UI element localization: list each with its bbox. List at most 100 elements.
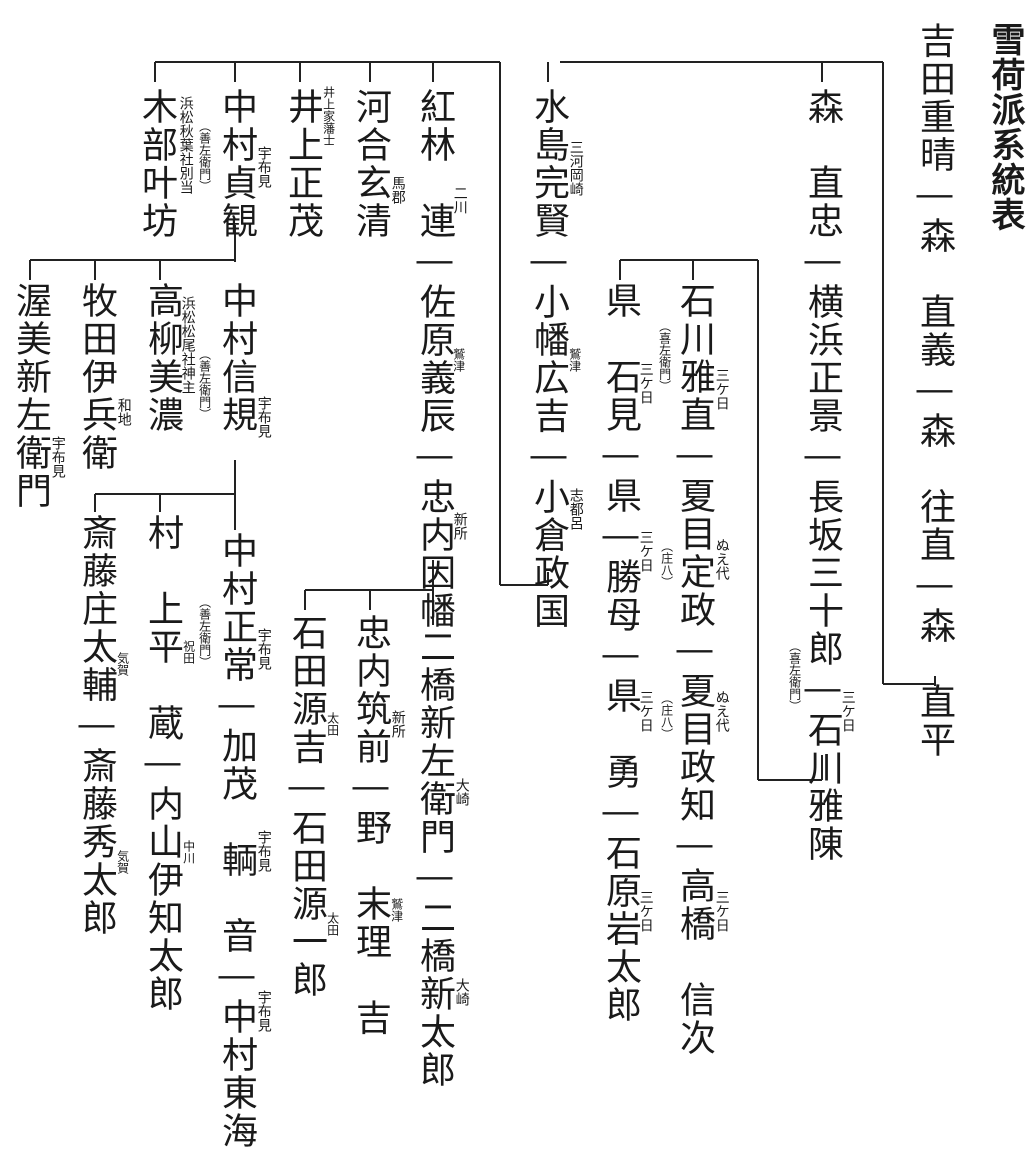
note-mago: 馬郡 — [389, 176, 406, 204]
node-iwami: 石見 — [600, 358, 641, 434]
note-mikawa-okazaki: 三河岡崎 — [567, 140, 584, 196]
note-kiga-2: 気賀 — [115, 850, 130, 874]
node-natsume-masatomo: 夏目政知 — [674, 672, 715, 824]
node-sahara: 佐原義辰 — [414, 283, 455, 435]
node-obata: 小幡広吉 — [528, 283, 569, 435]
note-sankabi-7: 三ケ日 — [637, 890, 654, 932]
node-katsumo: 勝母 — [600, 558, 641, 634]
node-kibe: 木部叶坊 — [136, 88, 177, 240]
node-uchiyama: 内山伊知太郎 — [142, 785, 183, 1013]
node-takayanagi: 高柳美濃 — [142, 282, 183, 434]
node-futahashi-shintaro: 二橋新太郎 — [414, 899, 455, 1089]
node-kawai: 河合玄清 — [350, 88, 391, 240]
node-ogura: 小倉政国 — [528, 478, 569, 630]
note-kizaemon-2: （喜左衛門） — [657, 320, 672, 392]
note-ota-1: 太田 — [325, 712, 340, 736]
note-shinjo-2: 新所 — [389, 710, 406, 738]
note-hamamatsu-akiba: 浜松秋葉社別当 — [177, 96, 194, 194]
note-ufumi-6: 宇布見 — [49, 436, 66, 478]
chart-title: 雪荷派系統表 — [985, 22, 1025, 232]
note-osaki-2: 大崎 — [453, 978, 470, 1006]
node-mizushima: 水島完賢―小幡広吉―小倉政国 — [528, 88, 569, 630]
note-ufumi-4: 宇布見 — [255, 830, 272, 872]
node-tadauchi-chikuzen: 忠内筑前―野 末理 吉 — [350, 614, 391, 1037]
node-mori-naohira: 森 直平 — [914, 607, 955, 759]
note-iwaida: 祝田 — [181, 640, 196, 664]
note-sankabi-3: 三ケ日 — [713, 890, 730, 932]
node-murakami-label: 村 上平 蔵 — [142, 514, 183, 742]
node-mori: 森 直忠―横浜正景―長坂三十郎―石川雅陳 — [802, 88, 843, 863]
note-shinjo-1: 新所 — [451, 512, 468, 540]
note-shitoro: 志都呂 — [567, 488, 584, 530]
node-ishida-genichiro: 石田源一郎 — [286, 809, 327, 999]
note-washizu-1: 鷲津 — [567, 348, 582, 372]
node-saito: 斎藤庄太輔―斎藤秀太郎 — [76, 514, 117, 937]
node-inoue: 井上正茂 — [282, 88, 323, 240]
note-zenzaemon-2: （善左衛門） — [197, 348, 212, 420]
node-naotada: 直忠 — [802, 164, 843, 240]
node-mizushima-label: 水島完賢 — [528, 88, 569, 240]
node-ken2: 県 — [600, 477, 641, 515]
note-hamamatsu-oo: 浜松松尾社神主 — [179, 296, 196, 394]
lineage-chart: 雪荷派系統表 吉田重晴―森 直義―森 往直―森 直平 森 直忠―横浜正景―長坂三… — [10, 22, 1025, 1150]
node-nakamura-masatsune-label: 中村正常 — [216, 532, 257, 684]
node-takahashi: 高橋 信次 — [674, 867, 715, 1057]
node-ken3: 県 — [600, 677, 641, 715]
node-yokohama: 横浜正景 — [802, 283, 843, 435]
note-ufumi-2: 宇布見 — [255, 396, 272, 438]
node-benibayashi: 紅林 連―佐原義辰―忠内因幡 — [414, 88, 455, 630]
note-kiga-1: 気賀 — [115, 652, 130, 676]
note-sankabi-6: 三ケ日 — [637, 690, 654, 732]
node-ishikawa-masanao: 石川雅直―夏目定政―夏目政知―高橋 信次 — [674, 282, 715, 1057]
note-sankabi-2: 三ケ日 — [713, 368, 730, 410]
note-sho8-1: （庄八） — [659, 540, 674, 588]
note-nuedai-1: ぬえ代 — [713, 538, 730, 580]
node-atsumi: 渥美新左衛門 — [10, 282, 51, 510]
note-zenzaemon-3: （善左衛門） — [197, 596, 212, 668]
node-nakamura-nobunori: 中村信規 — [216, 282, 257, 434]
note-futagawa: 二川 — [451, 186, 468, 214]
node-ken1: 県 — [600, 282, 641, 320]
note-sankabi-5: 三ケ日 — [637, 530, 654, 572]
node-mori-yukinao: 森 往直 — [914, 412, 955, 564]
node-futahashi-shinzaemon: 二橋新左衛門 — [414, 628, 455, 856]
note-sankabi-4: 三ケ日 — [637, 362, 654, 404]
note-wachi: 和地 — [115, 398, 132, 426]
node-ishida-genkichi: 石田源吉 — [286, 614, 327, 766]
note-osaki-1: 大崎 — [453, 778, 470, 806]
node-nakamura-tokai: 中村東海 — [216, 998, 257, 1150]
node-makita: 牧田伊兵衛 — [76, 282, 117, 472]
node-natsume-sadamasa: 夏目定政 — [674, 477, 715, 629]
node-nakamura-masatsune: 中村正常―加茂 輌 音―中村東海 — [216, 532, 257, 1150]
note-washizu-2: 鷲津 — [451, 348, 466, 372]
node-benibayashi-label: 紅林 連 — [414, 88, 455, 240]
note-ufumi-1: 宇布見 — [255, 146, 272, 188]
note-kizaemon-1: （喜左衛門） — [787, 640, 802, 712]
node-tadauchi-chikuzen-label: 忠内筑前 — [350, 614, 391, 766]
node-no-sueri: 野 末理 吉 — [350, 809, 391, 1037]
note-ota-2: 太田 — [325, 912, 340, 936]
node-ishida: 石田源吉―石田源一郎 — [286, 614, 327, 999]
node-yoshida-label: 吉田重晴 — [914, 22, 955, 174]
note-nakagawa: 中川 — [181, 840, 196, 864]
node-tadauchi-inaba: 忠内因幡 — [414, 478, 455, 630]
node-ishihara: 石原岩太郎 — [600, 834, 641, 1024]
node-ishikawa-masanao-label: 石川雅直 — [674, 282, 715, 434]
node-yoshida: 吉田重晴―森 直義―森 往直―森 直平 — [914, 22, 955, 759]
node-saito-hidetaro: 斎藤秀太郎 — [76, 747, 117, 937]
note-ufumi-3: 宇布見 — [255, 628, 272, 670]
node-nakamura-sadamitsu: 中村貞観 — [216, 88, 257, 240]
note-sho8-2: （庄八） — [659, 692, 674, 740]
node-ishikawa-masanobu: 石川雅陳 — [802, 711, 843, 863]
connector-lines — [29, 61, 936, 781]
note-sankabi-1: 三ケ日 — [839, 690, 856, 732]
node-futahashi: 二橋新左衛門―二橋新太郎 — [414, 628, 455, 1089]
node-mori-naoyoshi: 森 直義 — [914, 217, 955, 369]
node-saito-shodayu: 斎藤庄太輔 — [76, 514, 117, 704]
node-isamu: 勇 — [600, 753, 641, 791]
note-nuedai-2: ぬえ代 — [713, 690, 730, 732]
note-washizu-3: 鷲津 — [389, 898, 404, 922]
node-kamo: 加茂 輌 音 — [216, 727, 257, 955]
note-ufumi-5: 宇布見 — [255, 990, 272, 1032]
node-nagasaka: 長坂三十郎 — [802, 478, 843, 668]
